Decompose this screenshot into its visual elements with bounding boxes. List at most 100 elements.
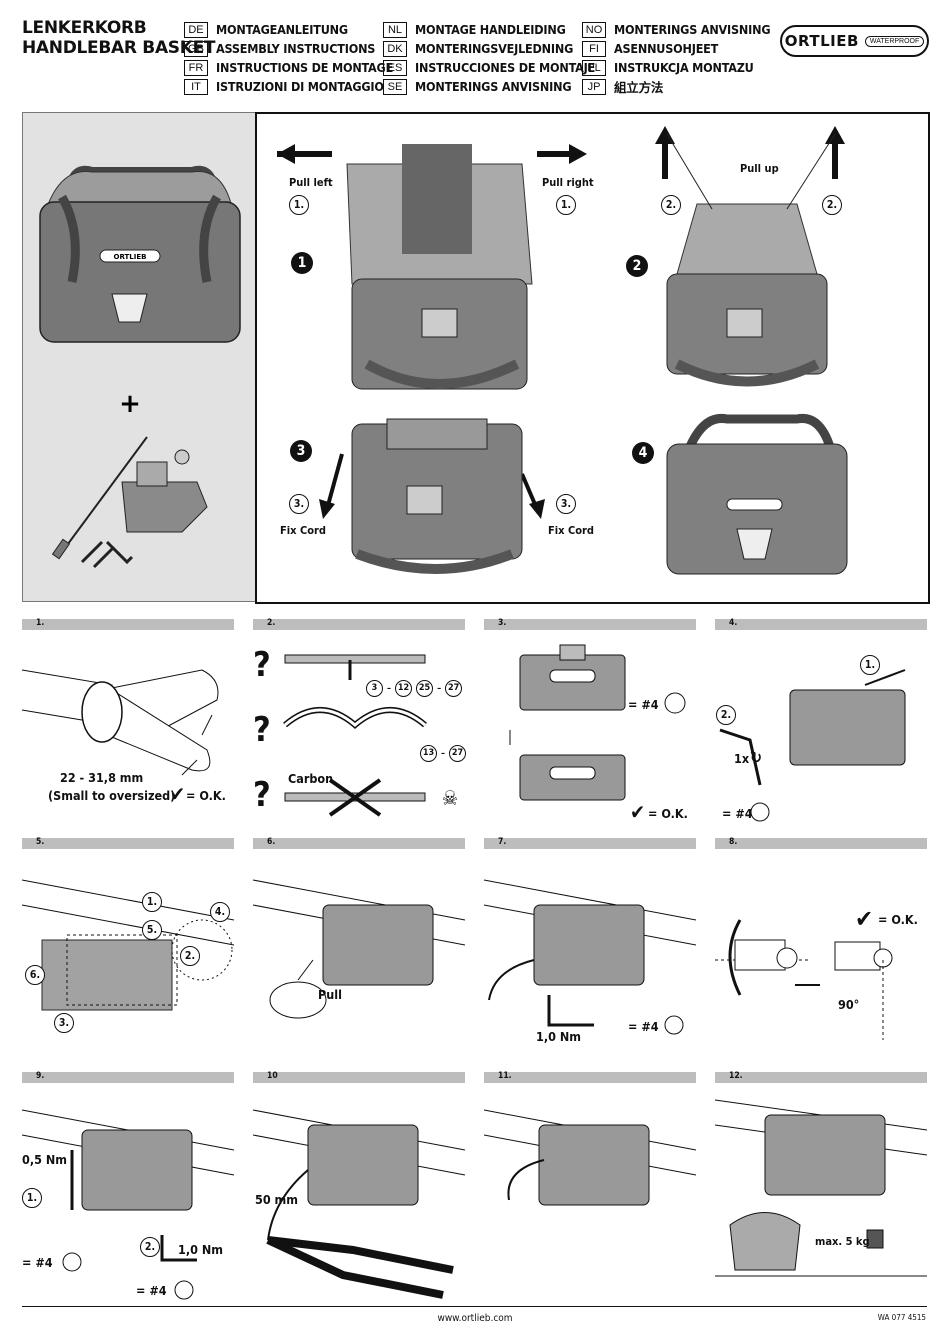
language-code: NO [582,21,606,38]
tighten-cable-illustration [483,879,697,1035]
hex-size: = #4 [628,1019,659,1034]
step-label: 1. [36,618,45,628]
logo-text: ORTLIEB [784,32,859,50]
language-text: ISTRUZIONI DI MONTAGGIO [216,79,384,94]
language-code: JP [582,78,606,95]
bracket-lock-icon [559,644,586,661]
arrow-down-left-icon [325,453,344,510]
screw-icon [92,545,116,569]
basket-bag-icon: ORTLIEB [39,165,241,343]
bag-inner-panel [402,144,472,254]
hex-key-icon [719,728,762,786]
cord-icon [666,133,713,210]
language-code: ES [383,59,407,76]
diameter-range: 22 - 31,8 mm [60,770,144,785]
step-mark: 1. [142,892,162,912]
bag-logo-text: ORTLIEB [114,253,147,261]
title-line2: HANDLEBAR BASKET [22,38,216,58]
language-code: DE [184,21,208,38]
cable-insert-illustration [719,669,906,822]
carbon-label: Carbon [288,771,334,786]
step-mark: 1. [22,1188,42,1208]
question-icon: ? [253,645,271,685]
step-header-11: 11. [484,1071,696,1083]
question-icon: ? [253,710,271,750]
bracket-logo-plate [549,669,596,683]
skull-icon: ☠ [442,786,458,810]
angle-value: 90° [838,997,860,1012]
step-label: 7. [498,837,507,847]
flat-bar-icon [284,654,426,664]
torque-value-b: 1,0 Nm [178,1242,223,1257]
bag-mount-plate [726,308,763,338]
hex-size: = #4 [722,806,753,821]
step-header-6: 6. [253,837,465,849]
size-value: 13 [420,745,437,762]
size-range-a: 3–12 25–27 [366,680,463,697]
bag-strap [364,359,520,389]
step-mark: 2. [716,705,736,725]
bag-ready-illustration [666,413,848,575]
document-code: WA 077 4515 [877,1313,926,1322]
bracket-side-icon [834,941,881,971]
bag-body [39,201,241,343]
clamp-ring-icon [81,681,123,743]
pull-up-label: Pull up [740,162,779,175]
bag-mount-window [111,293,148,323]
hex-nut-icon [750,802,770,822]
torque-value-a: 0,5 Nm [22,1152,67,1167]
hex-nut-icon [664,1015,684,1035]
hex-size: = #4 [628,697,659,712]
bag-liner [676,203,818,275]
arrow-icon [297,959,314,981]
arrow-up-icon [655,126,675,144]
language-text: MONTERINGS ANVISNING [415,79,572,94]
language-code: GB [184,40,208,57]
max-load: max. 5 kg [815,1235,870,1248]
turn-count: 1x [734,751,750,766]
step-label: 5. [36,837,45,847]
handlebar-section-icon [873,948,893,968]
step-mark: 3. [556,494,576,514]
bag-mount-window [736,528,773,560]
zoom-circle-icon [171,919,233,981]
cut-cable-illustration [252,1109,466,1299]
big-step-number: 4 [632,442,654,464]
bag-mount-plate [421,308,458,338]
language-text: MONTAGE HANDLEIDING [415,22,566,37]
handlebar-types-illustration: ☠ [283,654,458,817]
pliers-icon [266,1236,444,1299]
language-text: MONTERINGSVEJLEDNING [415,41,574,56]
grip-icon [106,689,211,772]
pull-right-label: Pull right [542,176,594,189]
product-illustration: ORTLIEB + [39,165,241,569]
size-range-b: 13–27 [420,745,467,762]
step-header-3: 3. [484,618,696,630]
step-label: 12. [729,1071,743,1081]
diameter-note: (Small to oversized) [48,788,176,803]
bracket-adjust-illustration [509,644,686,801]
language-code: DK [383,40,407,57]
step-mark: 1. [289,195,309,215]
big-step-number: 2 [626,255,648,277]
drop-bar-icon [284,708,426,727]
hex-key-icon [547,995,594,1027]
step-header-9: 9. [22,1071,234,1083]
step-header-12: 12. [715,1071,927,1083]
ortlieb-logo: ORTLIEB WATERPROOF [780,25,929,57]
size-value: 12 [395,680,413,697]
hand-icon [269,981,327,1019]
size-value: 27 [445,680,463,697]
footer-url[interactable]: www.ortlieb.com [437,1313,513,1324]
title-line1: LENKERKORB [22,18,147,38]
